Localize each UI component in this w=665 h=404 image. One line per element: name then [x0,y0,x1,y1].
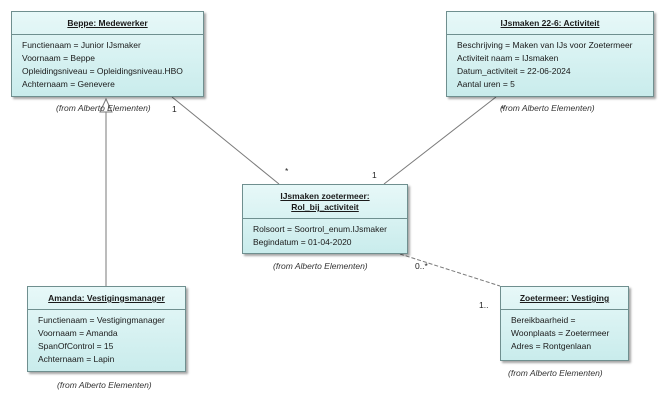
attribute-list: Rolsoort = Soortrol_enum.IJsmaker Begind… [243,219,407,253]
multiplicity-rol-left-end: * [285,166,289,176]
from-package-label: (from Alberto Elementen) [56,103,151,113]
object-title-line: Rol_bij_activiteit [291,202,359,212]
attribute-list: Beschrijving = Maken van IJs voor Zoeter… [447,35,653,95]
object-title: IJsmaken zoetermeer: Rol_bij_activiteit [243,185,407,219]
multiplicity-beppe-end: 1 [172,104,177,114]
attribute-list: Bereikbaarheid = Woonplaats = Zoetermeer… [501,310,628,357]
from-package-label: (from Alberto Elementen) [57,380,152,390]
attribute: Voornaam = Beppe [22,53,96,63]
attribute: Opleidingsniveau = Opleidingsniveau.HBO [22,66,183,76]
multiplicity-rol-bottom-end: 0..* [415,261,428,271]
attribute: Activiteit naam = IJsmaken [457,53,559,63]
from-package-label: (from Alberto Elementen) [500,103,595,113]
association-rol-zoetermeer [399,253,501,287]
from-package-label: (from Alberto Elementen) [273,261,368,271]
attribute-list: Functienaam = Junior IJsmaker Voornaam =… [12,35,203,95]
attribute: Achternaam = Lapin [38,354,115,364]
object-title: Beppe: Medewerker [12,12,203,35]
multiplicity-ijsmaken-end: * [501,104,505,114]
attribute: Functienaam = Junior IJsmaker [22,40,141,50]
attribute: Adres = Rontgenlaan [511,341,592,351]
attribute: Datum_activiteit = 22-06-2024 [457,66,571,76]
attribute: Aantal uren = 5 [457,79,515,89]
attribute: Voornaam = Amanda [38,328,118,338]
association-ijsmaken-rol [383,96,497,185]
object-ijsmaken-activiteit[interactable]: IJsmaken 22-6: Activiteit Beschrijving =… [446,11,654,97]
generalization-arrowhead [99,97,113,113]
attribute: Bereikbaarheid = [511,315,576,325]
attribute-list: Functienaam = Vestigingmanager Voornaam … [28,310,185,370]
attribute: Achternaam = Genevere [22,79,115,89]
multiplicity-zoetermeer-end: 1.. [479,300,489,310]
association-beppe-rol [171,96,280,185]
object-amanda-vestigingsmanager[interactable]: Amanda: Vestigingsmanager Functienaam = … [27,286,186,372]
object-rol-bij-activiteit[interactable]: IJsmaken zoetermeer: Rol_bij_activiteit … [242,184,408,254]
object-title-line: IJsmaken zoetermeer: [280,191,370,201]
attribute: Woonplaats = Zoetermeer [511,328,610,338]
attribute: Rolsoort = Soortrol_enum.IJsmaker [253,224,387,234]
attribute: Beschrijving = Maken van IJs voor Zoeter… [457,40,633,50]
object-beppe-medewerker[interactable]: Beppe: Medewerker Functienaam = Junior I… [11,11,204,97]
multiplicity-rol-right-end: 1 [372,170,377,180]
object-title: Zoetermeer: Vestiging [501,287,628,310]
attribute: SpanOfControl = 15 [38,341,114,351]
from-package-label: (from Alberto Elementen) [508,368,603,378]
attribute: Functienaam = Vestigingmanager [38,315,165,325]
object-zoetermeer-vestiging[interactable]: Zoetermeer: Vestiging Bereikbaarheid = W… [500,286,629,361]
object-title: Amanda: Vestigingsmanager [28,287,185,310]
attribute: Begindatum = 01-04-2020 [253,237,352,247]
object-title: IJsmaken 22-6: Activiteit [447,12,653,35]
